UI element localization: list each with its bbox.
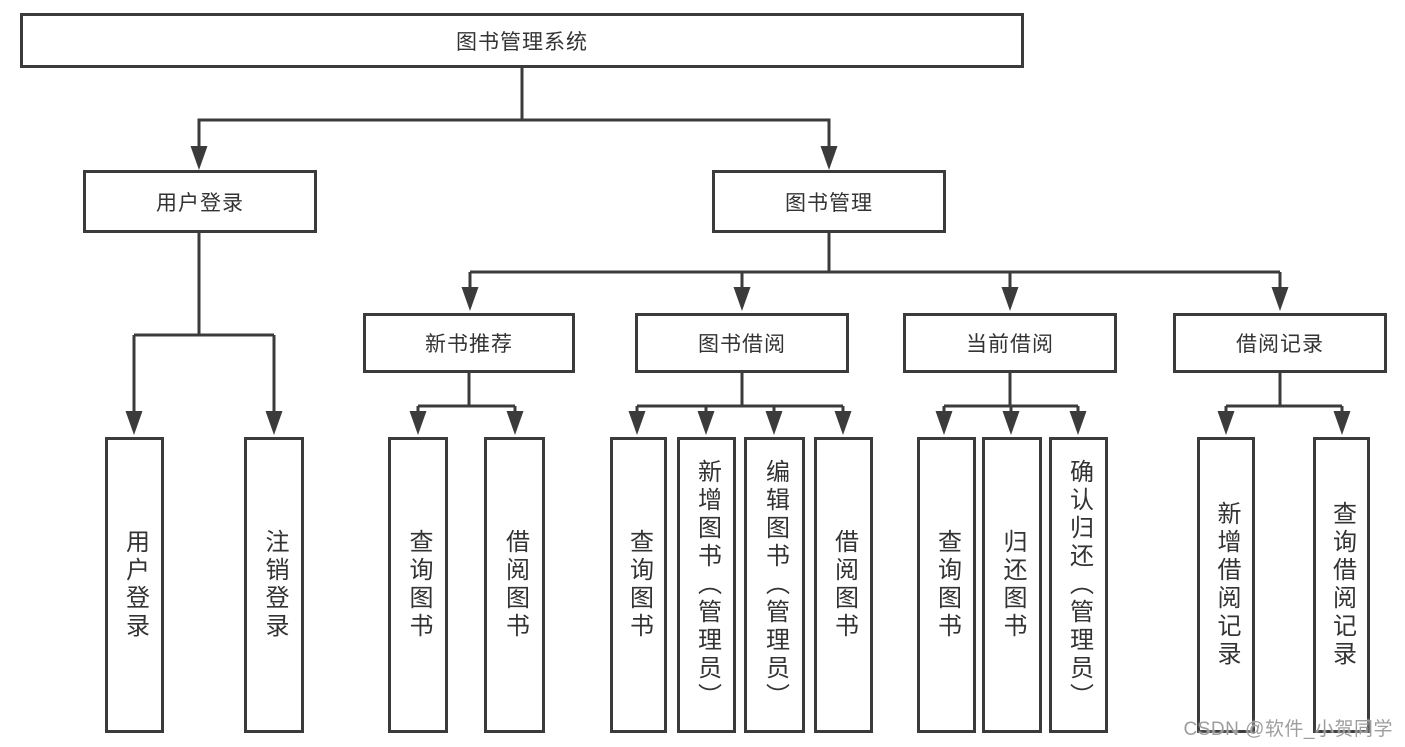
connector-root-to-level2 bbox=[197, 68, 831, 150]
node-book-management-label: 图书管理 bbox=[785, 191, 873, 215]
node-rec-borrow-books: 借阅图书 bbox=[484, 437, 545, 733]
node-current-query-books: 查询图书 bbox=[917, 437, 976, 733]
node-records-query-record: 查询借阅记录 bbox=[1313, 437, 1370, 733]
node-borrow-borrow-books: 借阅图书 bbox=[814, 437, 873, 733]
node-leaf-logout-label: 注销登录 bbox=[261, 529, 288, 641]
node-borrow-add-books-label: 新增图书（管理员） bbox=[693, 459, 721, 711]
node-user-login: 用户登录 bbox=[83, 170, 317, 233]
node-borrow-borrow-books-label: 借阅图书 bbox=[830, 529, 858, 641]
node-current-return-books-label: 归还图书 bbox=[999, 529, 1026, 641]
node-current-return-books: 归还图书 bbox=[982, 437, 1042, 733]
node-user-login-label: 用户登录 bbox=[156, 191, 244, 215]
node-book-management: 图书管理 bbox=[712, 170, 946, 233]
node-records-query-record-label: 查询借阅记录 bbox=[1328, 501, 1356, 669]
node-records-add-record: 新增借阅记录 bbox=[1197, 437, 1255, 733]
arrowheads bbox=[125, 146, 1351, 435]
connector-records-to-leaves bbox=[1224, 373, 1344, 415]
node-borrow-add-books: 新增图书（管理员） bbox=[677, 437, 736, 733]
node-book-borrowing-label: 图书借阅 bbox=[698, 333, 786, 356]
csdn-watermark: CSDN @软件_小贺同学 bbox=[1183, 719, 1393, 740]
node-current-confirm-return: 确认归还（管理员） bbox=[1049, 437, 1108, 733]
node-records-add-record-label: 新增借阅记录 bbox=[1213, 501, 1240, 669]
node-current-query-books-label: 查询图书 bbox=[933, 529, 961, 641]
node-system: 图书管理系统 bbox=[20, 13, 1024, 68]
node-book-borrowing: 图书借阅 bbox=[635, 313, 849, 373]
connector-recommend-to-leaves bbox=[416, 373, 517, 415]
node-leaf-user-login-label: 用户登录 bbox=[121, 529, 149, 641]
connector-borrowing-to-leaves bbox=[635, 373, 845, 415]
connector-management-to-level3 bbox=[468, 233, 1282, 291]
node-rec-query-books: 查询图书 bbox=[388, 437, 448, 733]
node-borrow-edit-books: 编辑图书（管理员） bbox=[744, 437, 805, 733]
connector-login-to-leaves bbox=[132, 233, 276, 414]
node-borrow-query-books: 查询图书 bbox=[610, 437, 667, 733]
node-new-book-recommend-label: 新书推荐 bbox=[425, 333, 513, 356]
node-new-book-recommend: 新书推荐 bbox=[363, 313, 575, 373]
node-borrow-query-books-label: 查询图书 bbox=[625, 529, 653, 641]
node-borrowing-records-label: 借阅记录 bbox=[1236, 333, 1324, 356]
node-rec-query-books-label: 查询图书 bbox=[405, 529, 432, 641]
node-current-borrowing: 当前借阅 bbox=[903, 313, 1117, 373]
node-system-label: 图书管理系统 bbox=[456, 30, 588, 54]
node-borrowing-records: 借阅记录 bbox=[1173, 313, 1387, 373]
node-current-borrowing-label: 当前借阅 bbox=[966, 333, 1054, 356]
node-leaf-user-login: 用户登录 bbox=[105, 437, 164, 733]
node-borrow-edit-books-label: 编辑图书（管理员） bbox=[761, 459, 789, 711]
node-current-confirm-return-label: 确认归还（管理员） bbox=[1065, 459, 1093, 711]
node-leaf-logout: 注销登录 bbox=[244, 437, 304, 733]
node-rec-borrow-books-label: 借阅图书 bbox=[501, 529, 529, 641]
connector-current-to-leaves bbox=[942, 373, 1080, 415]
